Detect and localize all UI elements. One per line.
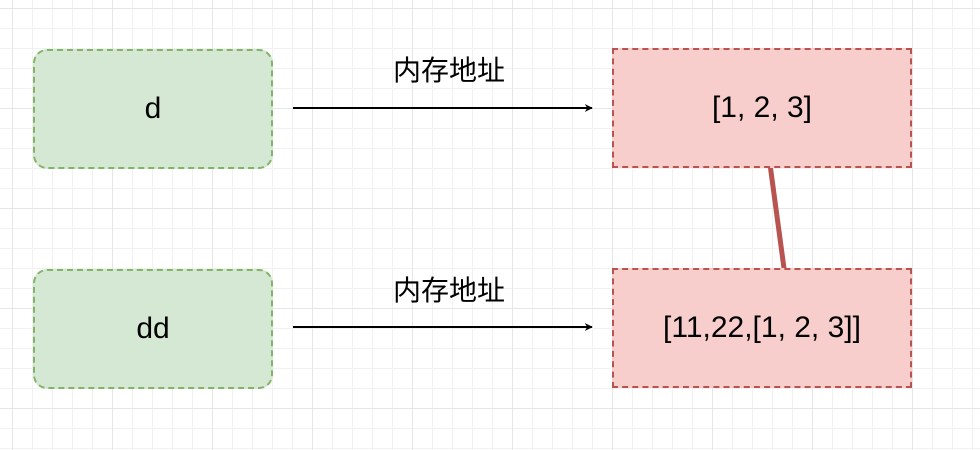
variable-label-d: d (144, 92, 162, 125)
memory-node-outer-list: [11,22,[1, 2, 3]] (612, 268, 912, 388)
memory-label-inner-list: [1, 2, 3] (711, 91, 813, 124)
memory-node-inner-list: [1, 2, 3] (612, 48, 912, 168)
variable-label-dd: dd (136, 312, 170, 345)
variable-node-dd: dd (33, 269, 273, 389)
edge-label-bottom: 内存地址 (393, 274, 506, 307)
memory-label-outer-list: [11,22,[1, 2, 3]] (663, 311, 861, 344)
edge-label-top: 内存地址 (393, 54, 506, 87)
variable-node-d: d (33, 49, 273, 169)
